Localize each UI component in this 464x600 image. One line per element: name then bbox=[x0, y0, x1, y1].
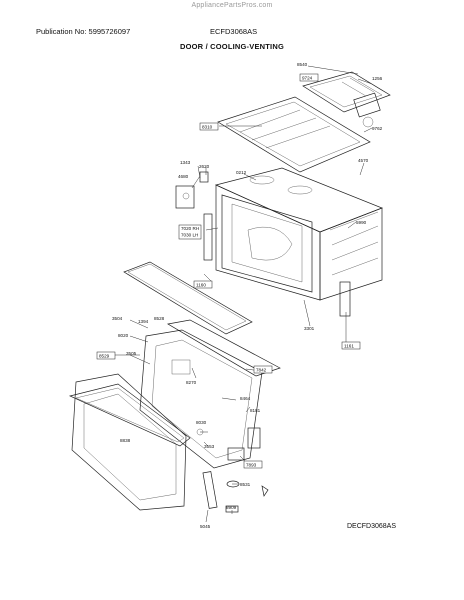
callout-9724: 9724 bbox=[302, 76, 313, 81]
leader-lines bbox=[113, 65, 373, 523]
callout-3301: 3301 bbox=[304, 326, 315, 331]
callout-7842: 7842 bbox=[256, 368, 267, 373]
callout-8030: 8030 bbox=[196, 420, 207, 425]
callout-box-1161 bbox=[341, 341, 361, 350]
callout-box-8310 bbox=[199, 122, 219, 131]
drawing-code: DECFD3068AS bbox=[347, 523, 397, 530]
callout-box-9724 bbox=[299, 73, 319, 82]
publication-number: Publication No: 5995726097 bbox=[36, 27, 131, 36]
watermark: AppliancePartsPros.com bbox=[191, 2, 273, 9]
door-inner-frame bbox=[139, 319, 281, 488]
callout-1160: 1160 bbox=[196, 283, 206, 288]
callouts: 8540 9724 1256 8310 9762 4570 1343 2620 … bbox=[96, 62, 383, 529]
callout-9762: 9762 bbox=[372, 126, 383, 131]
callout-5990: 5990 bbox=[356, 220, 367, 225]
callout-4570: 4570 bbox=[358, 158, 369, 163]
callout-8181: 8181 bbox=[250, 408, 261, 413]
outer-door bbox=[68, 373, 191, 511]
callout-3505: 3505 bbox=[126, 351, 137, 356]
vent-cover-assembly bbox=[217, 71, 391, 173]
callout-box-7020-7030 bbox=[178, 224, 202, 240]
callout-2620: 2620 bbox=[199, 164, 210, 169]
callout-8540: 8540 bbox=[297, 62, 308, 67]
callout-box-8529 bbox=[96, 351, 116, 360]
callout-8838: 8838 bbox=[120, 438, 131, 443]
callout-7020rh: 7020 RH bbox=[181, 226, 199, 231]
section-title: DOOR / COOLING-VENTING bbox=[180, 42, 284, 51]
callout-box-1160 bbox=[193, 280, 213, 289]
callout-8020: 8020 bbox=[118, 333, 129, 338]
model-number: ECFD3068AS bbox=[210, 27, 258, 36]
callout-8531: 8531 bbox=[240, 482, 251, 487]
callout-8270: 8270 bbox=[186, 380, 197, 385]
callout-8528: 8528 bbox=[154, 316, 165, 321]
callout-0212: 0212 bbox=[236, 170, 247, 175]
callout-1394: 1394 bbox=[138, 319, 149, 324]
callout-4680: 4680 bbox=[178, 174, 189, 179]
callout-box-7893 bbox=[243, 460, 263, 469]
callout-8310: 8310 bbox=[202, 125, 213, 130]
callout-3553: 3553 bbox=[204, 444, 215, 449]
trim-bar bbox=[123, 261, 253, 335]
callout-8529: 8529 bbox=[99, 354, 110, 359]
callout-8464: 8464 bbox=[240, 396, 251, 401]
callout-1161: 1161 bbox=[344, 344, 354, 349]
callout-7893: 7893 bbox=[246, 463, 257, 468]
callout-5045: 5045 bbox=[200, 524, 211, 529]
callout-1343: 1343 bbox=[180, 160, 191, 165]
callout-box-7842 bbox=[253, 365, 273, 374]
callout-7030lh: 7030 LH bbox=[181, 233, 198, 238]
callout-3504: 3504 bbox=[112, 316, 123, 321]
callout-8909: 8909 bbox=[226, 505, 237, 510]
oven-cavity bbox=[175, 167, 383, 317]
callout-1256: 1256 bbox=[372, 76, 383, 81]
